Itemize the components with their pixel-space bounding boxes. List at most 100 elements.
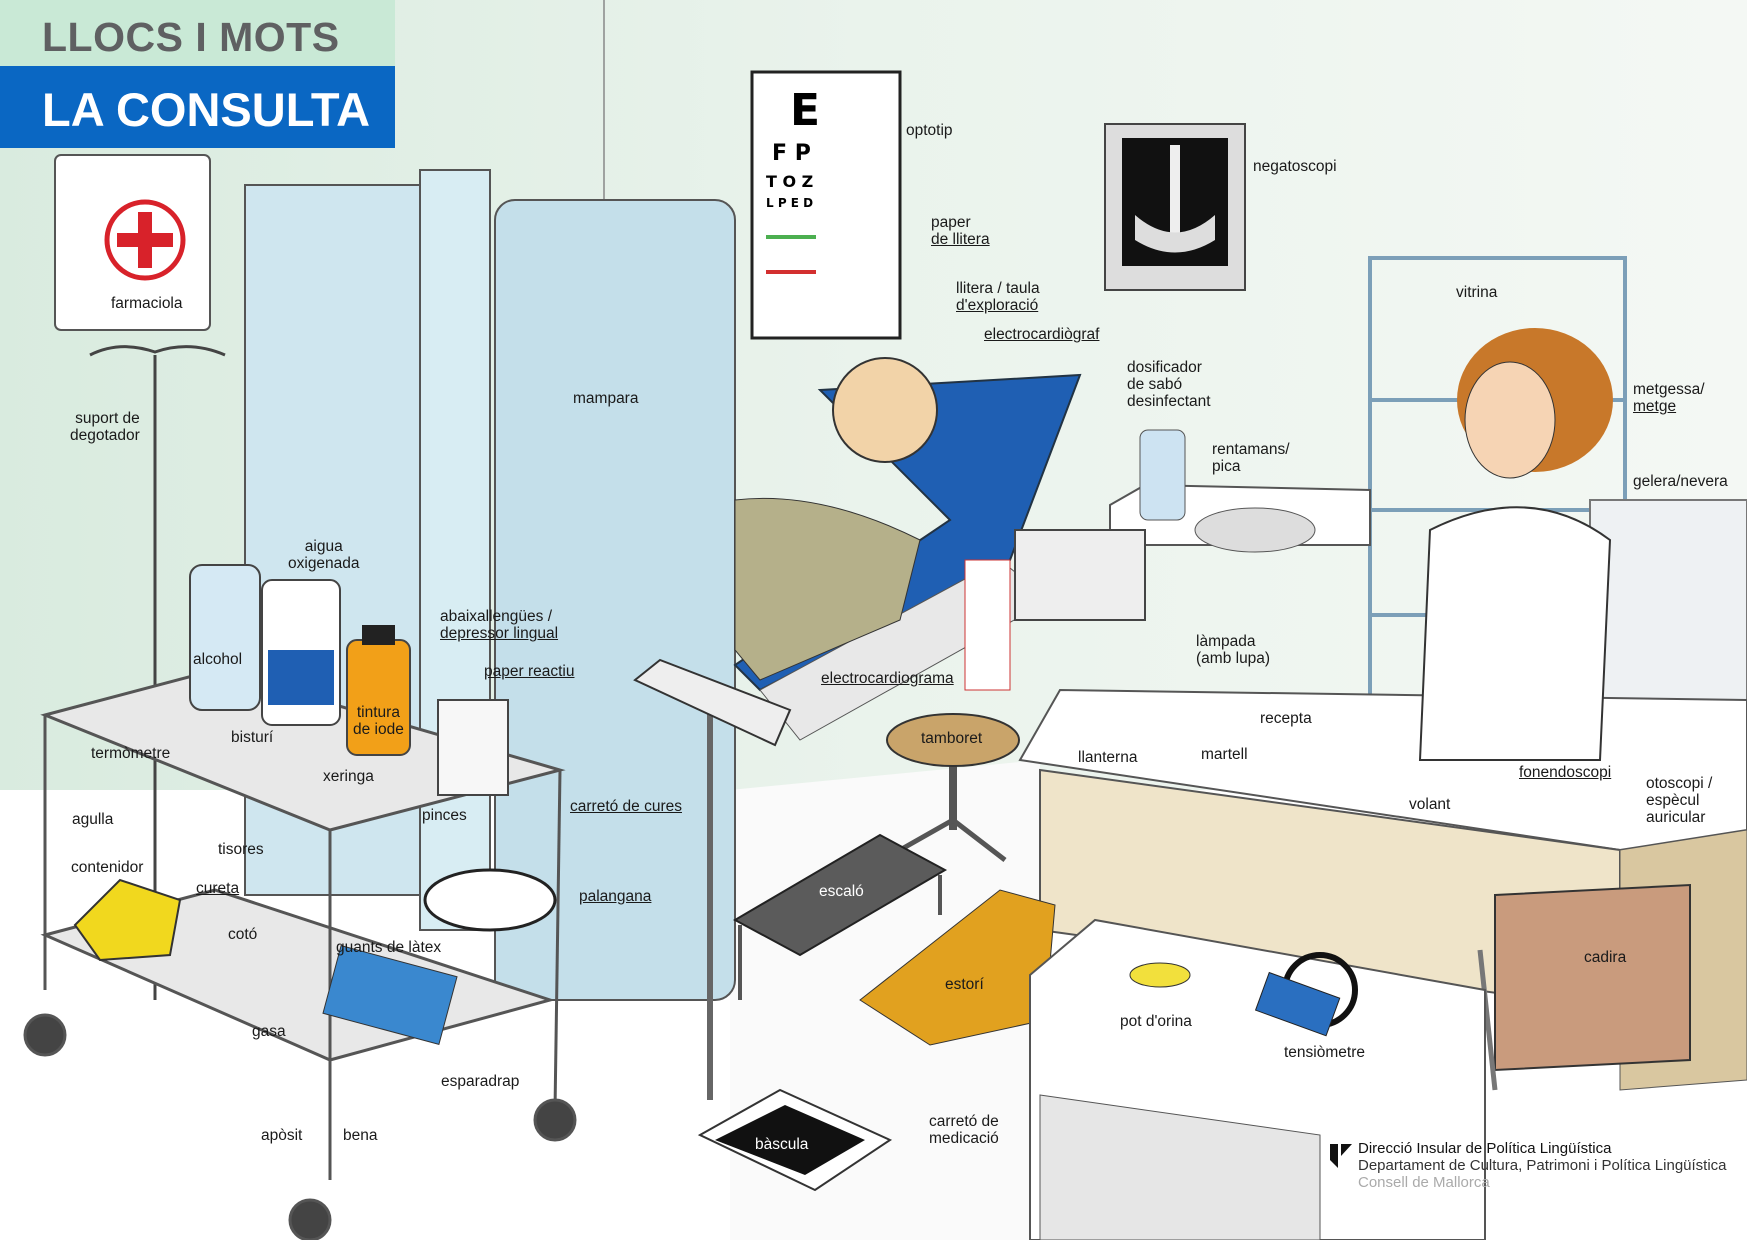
label-cadira: cadira xyxy=(1584,949,1627,966)
label-line: medicació xyxy=(929,1130,999,1147)
series-banner xyxy=(0,0,395,66)
label-line: auricular xyxy=(1646,809,1706,826)
label-termometre: termòmetre xyxy=(91,745,171,762)
label-volant: volant xyxy=(1409,796,1451,813)
label-guants: guants de làtex xyxy=(336,939,442,956)
doctor xyxy=(1418,328,1613,761)
label-line: (amb lupa) xyxy=(1196,650,1271,667)
label-line: carretó de xyxy=(929,1113,999,1130)
label-pinces: pinces xyxy=(422,807,467,824)
svg-text:T O Z: T O Z xyxy=(766,172,813,191)
label-mampara: mampara xyxy=(573,390,639,407)
sharps-container xyxy=(73,878,182,962)
label-tamboret: tamboret xyxy=(921,730,983,747)
scale xyxy=(633,658,893,1192)
label-agulla: agulla xyxy=(72,811,114,828)
svg-text:L P E D: L P E D xyxy=(766,196,813,210)
label-line: de iode xyxy=(353,721,404,738)
label-line: tintura xyxy=(356,704,400,721)
stool xyxy=(886,713,1020,862)
institution-logo-icon xyxy=(1330,1144,1352,1168)
footer-line-3: Consell de Mallorca xyxy=(1358,1174,1490,1191)
chair xyxy=(1477,883,1691,1091)
step-stool xyxy=(732,833,948,1000)
label-line: desinfectant xyxy=(1127,393,1211,410)
label-line: pica xyxy=(1212,458,1241,475)
label-line: oxigenada xyxy=(288,555,360,572)
label-xeringa: xeringa xyxy=(323,768,374,785)
label-paper-reactiu: paper reactiu xyxy=(484,663,575,680)
label-estori: estorí xyxy=(945,976,984,993)
label-line: depressor lingual xyxy=(440,625,559,642)
label-bascula: bàscula xyxy=(755,1136,809,1153)
label-line: otoscopi / xyxy=(1646,775,1713,792)
label-abaixallengues: abaixallengües /depressor lingual xyxy=(440,608,558,642)
xray-viewer xyxy=(1104,123,1246,291)
label-line: abaixallengües / xyxy=(440,608,553,625)
bottles xyxy=(189,564,509,796)
label-lampada: làmpada(amb lupa) xyxy=(1196,633,1270,667)
basin xyxy=(423,868,557,932)
label-line: suport de xyxy=(75,410,140,427)
label-electrocardiograma: electrocardiograma xyxy=(821,670,954,687)
label-line: metgessa/ xyxy=(1633,381,1705,398)
label-coto: cotó xyxy=(228,926,258,943)
label-line: paper xyxy=(931,214,971,231)
label-line: làmpada xyxy=(1196,633,1256,650)
label-line: aigua xyxy=(304,538,343,555)
label-palangana: palangana xyxy=(579,888,652,905)
label-recepta: recepta xyxy=(1260,710,1312,727)
label-bisturi: bisturí xyxy=(231,729,274,746)
label-line: dosificador xyxy=(1127,359,1202,376)
label-fonendoscopi: fonendoscopi xyxy=(1519,764,1612,781)
label-vitrina: vitrina xyxy=(1456,284,1498,301)
svg-text:E: E xyxy=(790,85,820,136)
label-carreto-cures: carretó de cures xyxy=(570,798,682,815)
medication-cart xyxy=(1029,918,1486,1240)
glove-box xyxy=(322,945,458,1045)
series-title: LLOCS I MOTS xyxy=(42,14,340,60)
sink xyxy=(1109,429,1371,553)
label-pot-orina: pot d'orina xyxy=(1120,1013,1192,1030)
eye-chart: E F P T O Z L P E D xyxy=(750,70,902,340)
footer-line-2: Departament de Cultura, Patrimoni i Polí… xyxy=(1358,1157,1727,1174)
label-metgessa: metgessa/metge xyxy=(1633,381,1705,415)
label-alcohol: alcohol xyxy=(193,651,243,668)
label-negatoscopi: negatoscopi xyxy=(1253,158,1337,175)
label-line: degotador xyxy=(70,427,140,444)
label-line: espècul xyxy=(1646,792,1700,809)
label-electrocardiograf: electrocardiògraf xyxy=(984,326,1100,343)
title-banner xyxy=(0,66,395,148)
label-optotip: optotip xyxy=(906,122,953,139)
label-tisores: tisores xyxy=(218,841,264,858)
label-line: llitera / taula xyxy=(956,280,1040,297)
label-llanterna: llanterna xyxy=(1078,749,1138,766)
label-line: de llitera xyxy=(931,231,990,248)
label-martell: martell xyxy=(1201,746,1248,763)
label-bena: bena xyxy=(343,1127,378,1144)
label-farmaciola: farmaciola xyxy=(111,295,183,312)
label-cureta: cureta xyxy=(196,880,240,897)
patient xyxy=(734,357,938,681)
label-gelera: gelera/nevera xyxy=(1633,473,1728,490)
label-line: de sabó xyxy=(1127,376,1183,393)
label-rentamans: rentamans/pica xyxy=(1212,441,1290,475)
label-escalo: escaló xyxy=(819,883,864,900)
label-aposit: apòsit xyxy=(261,1127,303,1144)
ecg-machine xyxy=(1014,529,1146,621)
label-line: metge xyxy=(1633,398,1677,415)
footer-line-1: Direcció Insular de Política Lingüística xyxy=(1358,1140,1612,1157)
label-line: d'exploració xyxy=(956,297,1039,314)
label-tensiometre: tensiòmetre xyxy=(1284,1044,1365,1061)
label-gasa: gasa xyxy=(252,1023,286,1040)
label-contenidor: contenidor xyxy=(71,859,144,876)
label-line: rentamans/ xyxy=(1212,441,1290,458)
